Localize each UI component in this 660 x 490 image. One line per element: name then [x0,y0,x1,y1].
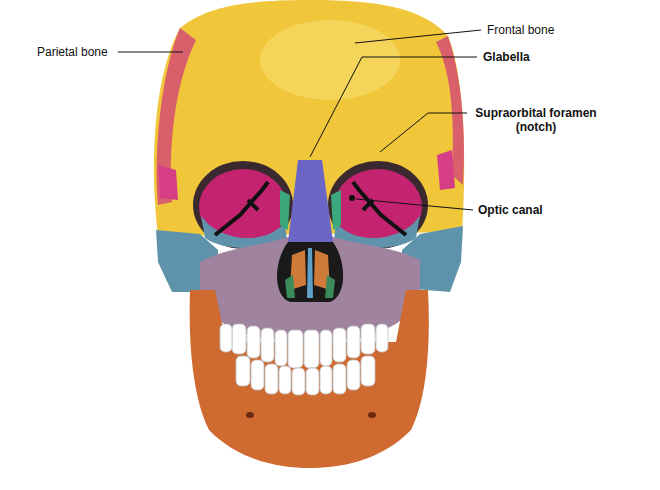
leader-lines [118,30,481,210]
part-label: Supraorbital foramen (notch) [466,106,606,134]
orbit-left-rim [193,161,293,249]
nasal-cavity [277,242,343,302]
temporal-left [158,165,178,200]
orbit-right-medial [331,190,341,230]
nasal-bone [288,160,333,242]
orbit-left-fissure [215,182,268,235]
mandible [190,290,429,468]
part-label: Glabella [483,50,530,64]
part-label: Optic canal [478,203,543,217]
optic-canal-mark [349,195,355,201]
temporal-right [437,150,455,190]
nasal-green [285,275,335,298]
nasal-septum [307,248,313,298]
orbit-right-fissure [353,182,406,235]
teeth [220,324,388,395]
mental-foramen-right [368,412,376,418]
orbit-right-rim [328,161,428,249]
orbit-left-medial [280,190,290,230]
part-label: Parietal bone [37,45,108,59]
frontal-highlight [260,20,400,100]
part-label: Frontal bone [487,23,554,37]
mental-foramen-left [246,412,254,418]
parietal-bone-left [157,28,196,205]
